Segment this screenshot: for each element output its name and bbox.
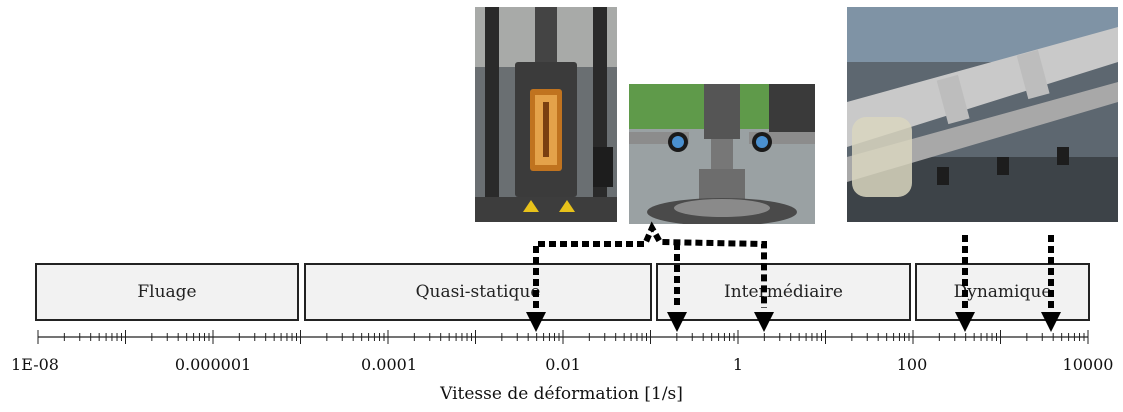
regime-dynamique: Dynamique — [915, 263, 1090, 321]
tick-label: 1 — [732, 355, 744, 374]
tick-label: 10000 — [1062, 355, 1114, 374]
arrow-head — [955, 312, 975, 332]
arrow-head — [754, 312, 774, 332]
photo-hopkinson-bar — [847, 7, 1118, 222]
regime-intermediaire: Intermédiaire — [656, 263, 911, 321]
photo-compression-fixture — [629, 84, 815, 224]
tick-label: 0.000001 — [174, 355, 252, 374]
arrow-head — [1041, 312, 1061, 332]
axis-title: Vitesse de déformation [1/s] — [440, 384, 683, 404]
arrow-head — [526, 312, 546, 332]
photo-testing-machine — [475, 7, 617, 222]
arrow-head — [667, 312, 687, 332]
regime-quasi-statique: Quasi-statique — [304, 263, 652, 321]
tick-label: 1E-08 — [11, 355, 59, 374]
arrows — [526, 221, 1061, 332]
bracket-arrow-path — [533, 221, 767, 308]
tick-label: 0.0001 — [361, 355, 417, 374]
tick-label: 0.01 — [545, 355, 581, 374]
regime-fluage: Fluage — [35, 263, 299, 321]
tick-label: 100 — [896, 355, 928, 374]
log-axis — [37, 330, 1089, 344]
